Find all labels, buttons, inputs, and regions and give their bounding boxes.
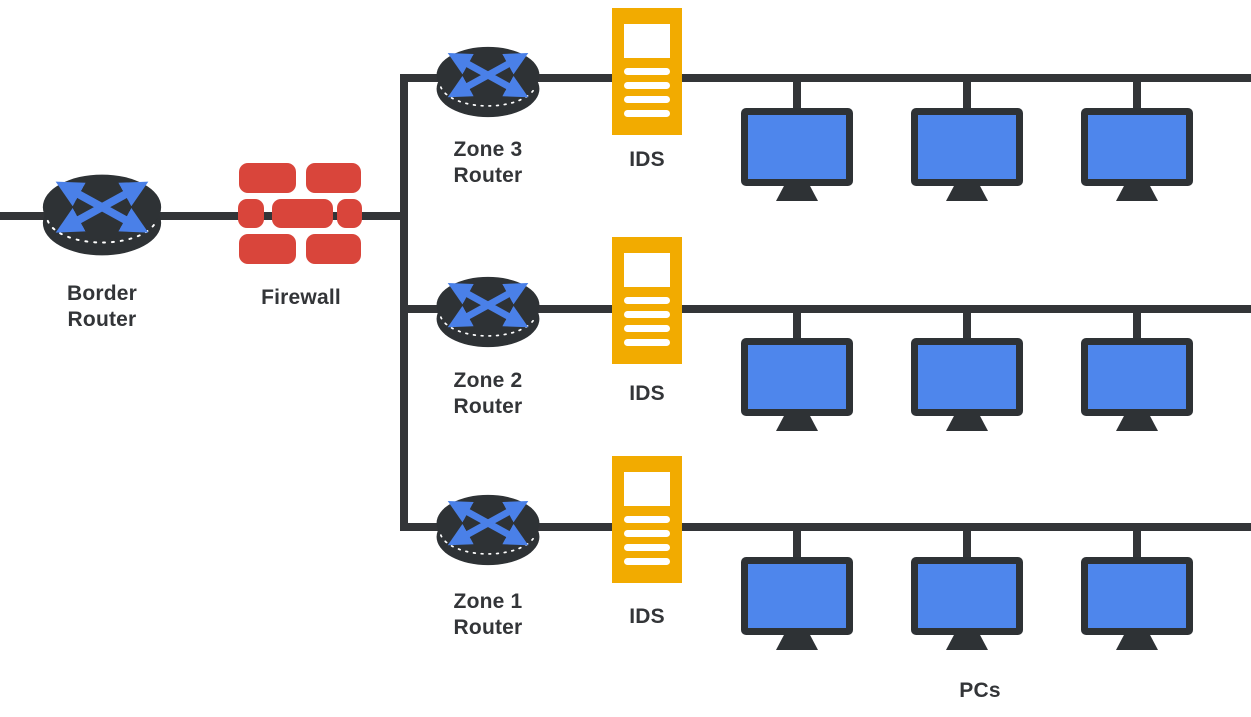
zone1-pc2-drop — [963, 529, 971, 561]
zone2-pc1-drop — [793, 311, 801, 343]
zone2-pc1-icon — [741, 338, 853, 431]
zone1-pc2-icon — [911, 557, 1023, 650]
firewall-label: Firewall — [261, 286, 341, 309]
border-router-label-line2: Router — [67, 308, 137, 331]
zone3-pc1-drop — [793, 80, 801, 112]
zone3-router-label: Zone 3 Router — [453, 138, 523, 187]
zone1-ids-icon — [612, 456, 682, 583]
zone1-ids-label: IDS — [629, 605, 665, 628]
zone3-ids-label: IDS — [629, 148, 665, 171]
zone1-bus — [400, 523, 1251, 531]
zone2-bus — [400, 305, 1251, 313]
zone1-pc3-icon — [1081, 557, 1193, 650]
zone3-router-icon — [428, 43, 548, 121]
zone1-pc1-icon — [741, 557, 853, 650]
zone3-pc1-icon — [741, 108, 853, 201]
firewall-icon — [238, 163, 362, 264]
wire-external-to-trunk — [0, 212, 408, 220]
zone2-router-label: Zone 2 Router — [453, 369, 523, 418]
zone2-pc3-drop — [1133, 311, 1141, 343]
zone3-pc3-icon — [1081, 108, 1193, 201]
zone2-pc2-icon — [911, 338, 1023, 431]
zone3-pc2-icon — [911, 108, 1023, 201]
zone1-pc3-drop — [1133, 529, 1141, 561]
zone3-bus — [400, 74, 1251, 82]
zone3-pc2-drop — [963, 80, 971, 112]
zone1-pc1-drop — [793, 529, 801, 561]
zone2-pc3-icon — [1081, 338, 1193, 431]
zone2-pc2-drop — [963, 311, 971, 343]
zone2-ids-label: IDS — [629, 382, 665, 405]
wire-zone-trunk — [400, 74, 408, 531]
zone1-router-icon — [428, 491, 548, 569]
pcs-caption: PCs — [959, 679, 1001, 702]
zone1-router-label: Zone 1 Router — [453, 590, 523, 639]
zone2-router-icon — [428, 273, 548, 351]
zone3-ids-icon — [612, 8, 682, 135]
border-router-label: Border Router — [67, 281, 137, 333]
border-router-icon — [33, 170, 171, 260]
zone3-pc3-drop — [1133, 80, 1141, 112]
zone2-ids-icon — [612, 237, 682, 364]
border-router-label-line1: Border — [66, 282, 138, 305]
